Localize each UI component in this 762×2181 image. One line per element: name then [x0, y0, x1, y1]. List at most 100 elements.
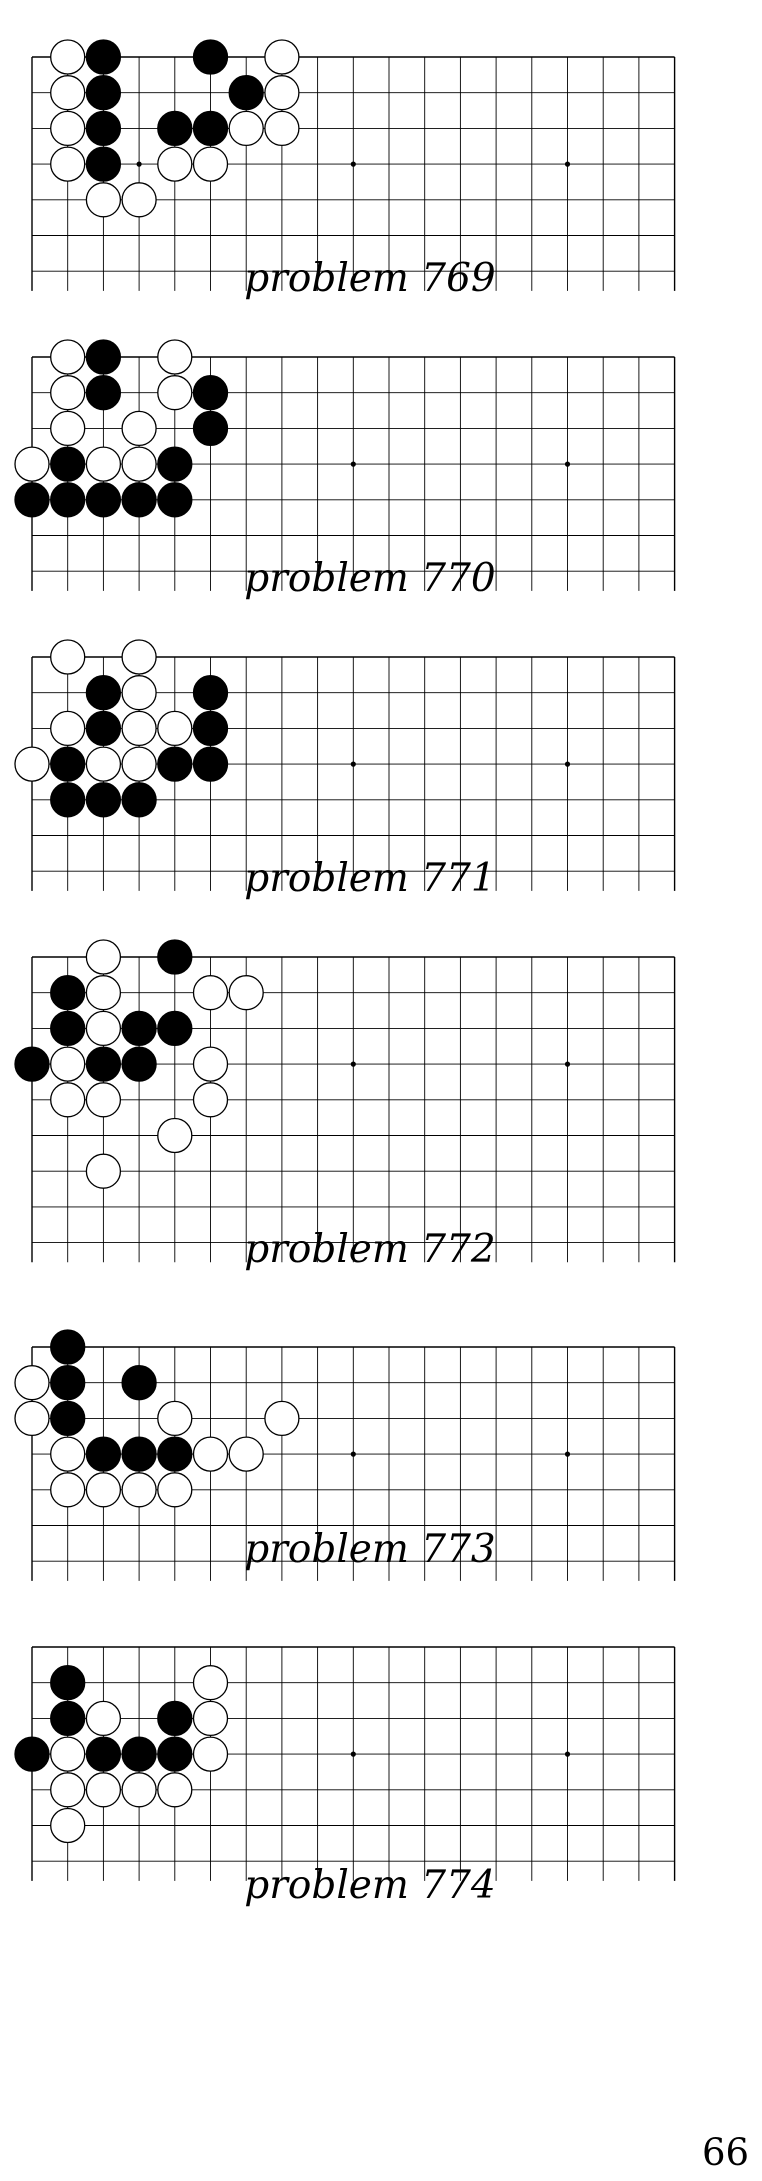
white-stone [192, 1046, 229, 1082]
white-stone [192, 1665, 229, 1701]
black-stone [85, 39, 122, 75]
white-stone [14, 446, 50, 482]
black-stone [121, 1436, 157, 1472]
white-stone [121, 675, 157, 711]
white-stone [50, 1082, 86, 1118]
star-point [564, 1451, 571, 1457]
black-stone [85, 339, 122, 375]
white-stone [121, 410, 157, 447]
black-stone [50, 446, 86, 482]
black-stone [121, 1010, 157, 1047]
black-stone [85, 482, 122, 518]
white-stone [192, 146, 229, 182]
white-stone [85, 1700, 122, 1737]
white-stone [157, 710, 193, 747]
go-board [14, 939, 676, 1263]
star-point [350, 161, 356, 167]
go-board [31, 39, 676, 291]
white-stone [157, 1472, 193, 1508]
go-board [14, 1646, 676, 1881]
page-number: 66 [702, 2131, 750, 2174]
star-point [564, 761, 571, 767]
problem-caption: problem 771 [244, 856, 496, 901]
black-stone [14, 1046, 50, 1082]
white-stone [50, 1472, 86, 1508]
star-point [350, 1451, 356, 1457]
white-stone [121, 710, 157, 747]
white-stone [192, 1436, 229, 1472]
black-stone [121, 1736, 157, 1772]
star-point [350, 761, 356, 767]
black-stone [192, 746, 229, 782]
black-stone [14, 482, 50, 518]
go-board [14, 639, 676, 891]
white-stone [85, 446, 122, 482]
problem-caption: problem 769 [244, 256, 496, 301]
black-stone [157, 1700, 193, 1737]
white-stone [157, 339, 193, 375]
white-stone [121, 639, 157, 675]
problem-caption: problem 774 [244, 1863, 496, 1908]
black-stone [50, 1010, 86, 1047]
white-stone [228, 1436, 264, 1472]
white-stone [14, 1365, 50, 1401]
go-board [14, 339, 676, 591]
black-stone [50, 1700, 86, 1737]
white-stone [50, 410, 86, 447]
white-stone [50, 1046, 86, 1082]
black-stone [192, 39, 229, 75]
problem-caption: problem 770 [244, 556, 496, 601]
black-stone [192, 110, 229, 147]
white-stone [264, 39, 300, 75]
white-stone [264, 75, 300, 111]
black-stone [157, 110, 193, 147]
white-stone [192, 1736, 229, 1772]
white-stone [50, 146, 86, 182]
black-stone [85, 75, 122, 111]
black-stone [121, 1046, 157, 1082]
go-board [14, 1329, 676, 1581]
black-stone [192, 375, 229, 411]
black-stone [50, 975, 86, 1011]
white-stone [121, 1472, 157, 1508]
white-stone [121, 182, 157, 218]
black-stone [157, 746, 193, 782]
white-stone [50, 110, 86, 147]
black-stone [121, 782, 157, 818]
black-stone [192, 675, 229, 711]
white-stone [85, 939, 122, 975]
black-stone [14, 1736, 50, 1772]
black-stone [50, 1665, 86, 1701]
black-stone [85, 1046, 122, 1082]
black-stone [85, 146, 122, 182]
white-stone [50, 710, 86, 747]
white-stone [85, 182, 122, 218]
black-stone [85, 1736, 122, 1772]
black-stone [192, 710, 229, 747]
black-stone [50, 1365, 86, 1401]
star-point [564, 1751, 571, 1757]
white-stone [85, 975, 122, 1011]
white-stone [157, 1772, 193, 1808]
white-stone [50, 1436, 86, 1472]
star-point [564, 1061, 571, 1067]
white-stone [121, 746, 157, 782]
white-stone [85, 1010, 122, 1047]
black-stone [85, 110, 122, 147]
white-stone [85, 1082, 122, 1118]
white-stone [85, 1472, 122, 1508]
white-stone [264, 110, 300, 147]
white-stone [157, 1400, 193, 1437]
black-stone [228, 75, 264, 111]
problem-caption: problem 772 [244, 1227, 496, 1272]
white-stone [228, 110, 264, 147]
white-stone [85, 1153, 122, 1189]
white-stone [50, 1807, 86, 1844]
black-stone [157, 1010, 193, 1047]
black-stone [50, 1329, 86, 1365]
star-point [350, 461, 356, 467]
black-stone [50, 746, 86, 782]
white-stone [157, 1117, 193, 1154]
black-stone [85, 782, 122, 818]
star-point [564, 461, 571, 467]
